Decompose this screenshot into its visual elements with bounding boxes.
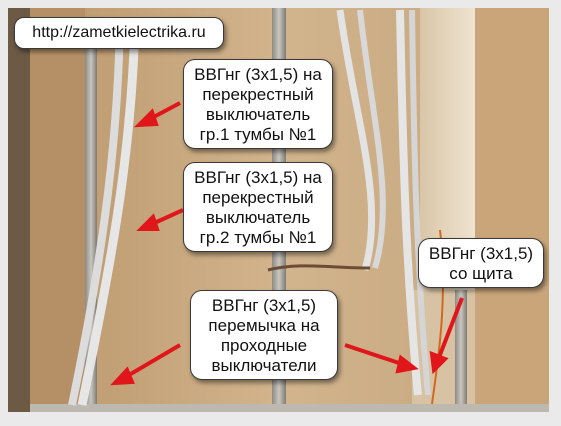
cable-center-2 <box>357 9 386 269</box>
label-line: перекрестный <box>202 188 314 207</box>
left-profile <box>8 8 30 412</box>
cable-right-1 <box>396 9 422 396</box>
label-line: со щита <box>449 264 513 283</box>
label-line: ВВГнг (3х1,5) <box>428 244 534 263</box>
wire-bundle <box>267 264 371 272</box>
label-line: ВВГнг (3х1,5) <box>211 296 317 315</box>
label-line: перекрестный <box>202 85 314 104</box>
label-line: ВВГнг (3х1,5) на <box>194 168 322 187</box>
label-line: гр.2 тумбы №1 <box>199 228 317 247</box>
cable-right-2 <box>409 9 431 396</box>
label-switch-group2: ВВГнг (3х1,5) на перекрестный выключател… <box>183 162 333 252</box>
label-line: выключатель <box>205 208 311 227</box>
cable-left-2 <box>68 19 124 406</box>
label-line: выключатели <box>211 356 317 375</box>
label-from-panel: ВВГнг (3х1,5) со щита <box>418 238 544 288</box>
label-line: ВВГнг (3х1,5) на <box>194 65 322 84</box>
cable-left-1 <box>77 19 140 406</box>
label-line: проходные <box>220 336 308 355</box>
site-url-watermark: http://zametkielectrika.ru <box>14 17 224 49</box>
bottom-rail <box>30 404 549 412</box>
label-switch-group1: ВВГнг (3х1,5) на перекрестный выключател… <box>183 59 333 149</box>
arrows <box>110 101 464 386</box>
label-line: перемычка на <box>208 316 320 335</box>
metal-rail-right <box>455 290 467 412</box>
label-jumper: ВВГнг (3х1,5) перемычка на проходные вык… <box>190 290 338 380</box>
label-line: выключатель <box>205 105 311 124</box>
label-line: гр.1 тумбы №1 <box>199 125 317 144</box>
cable-center-1 <box>336 9 376 271</box>
